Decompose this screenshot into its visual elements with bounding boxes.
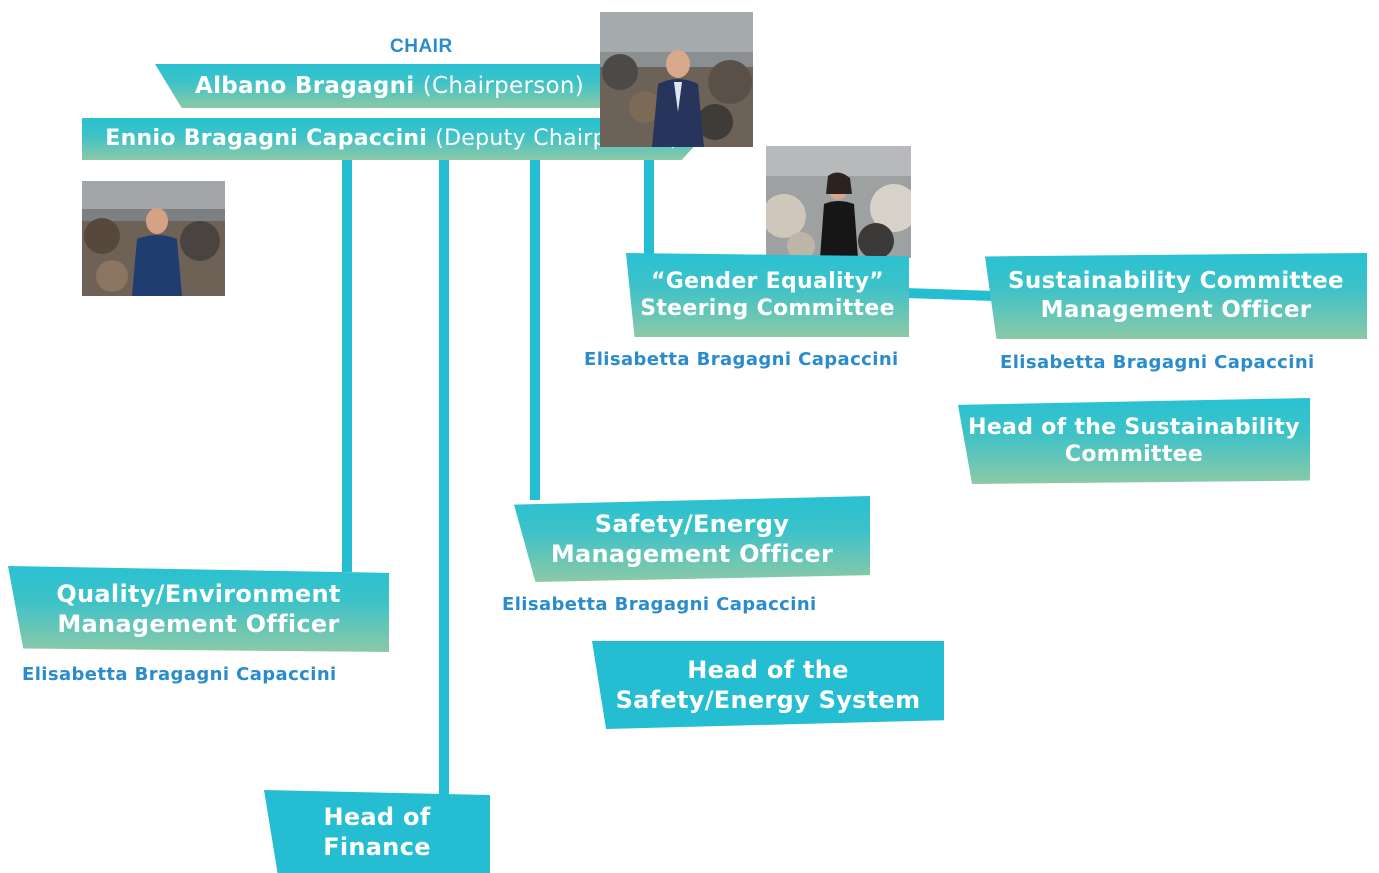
quality-officer-line2: Management Officer [57,610,340,638]
head-finance-box: Head of Finance [264,790,490,873]
chair-label: CHAIR [390,36,453,57]
gender-equality-line2: Steering Committee [640,296,895,321]
head-safety-box: Head of the Safety/Energy System [592,641,944,729]
gender-equality-photo [766,146,911,258]
safety-officer-box: Safety/Energy Management Officer [514,496,870,582]
chairperson-role: (Chairperson) [422,72,585,99]
quality-officer-box: Quality/Environment Management Officer [8,566,389,652]
connector-quality [342,160,352,572]
chairperson-name: Albano Bragagni [194,72,415,99]
gender-equality-person: Elisabetta Bragagni Capaccini [584,349,899,370]
head-sustainability-line2: Committee [1064,442,1204,467]
head-finance-line2: Finance [323,832,431,861]
quality-officer-line1: Quality/Environment [56,580,341,608]
head-finance-line1: Head of [323,802,431,831]
safety-officer-person: Elisabetta Bragagni Capaccini [502,594,817,615]
sustainability-officer-box: Sustainability Committee Management Offi… [985,253,1367,339]
head-sustainability-box: Head of the Sustainability Committee [958,398,1310,484]
sustainability-officer-person: Elisabetta Bragagni Capaccini [1000,352,1315,373]
gender-equality-line1: “Gender Equality” [650,268,885,294]
sustainability-officer-line2: Management Officer [1040,297,1312,323]
gender-equality-box: “Gender Equality” Steering Committee [626,253,909,337]
chairperson-box: Albano Bragagni (Chairperson) [155,64,600,108]
safety-officer-line1: Safety/Energy [594,510,790,538]
deputy-name: Ennio Bragagni Capaccini [105,126,428,152]
head-safety-line2: Safety/Energy System [615,686,921,714]
connector-safety [530,160,540,500]
chairperson-photo [600,12,753,147]
head-sustainability-line1: Head of the Sustainability [968,414,1300,440]
connector-gender [644,160,654,258]
sustainability-officer-line1: Sustainability Committee [1008,268,1344,295]
safety-officer-line2: Management Officer [550,540,834,568]
deputy-chairperson-photo [82,181,225,296]
head-safety-line1: Head of the [687,656,849,684]
connector-finance [439,160,449,795]
connector-gender-to-sustainability [905,288,995,301]
quality-officer-person: Elisabetta Bragagni Capaccini [22,664,337,685]
